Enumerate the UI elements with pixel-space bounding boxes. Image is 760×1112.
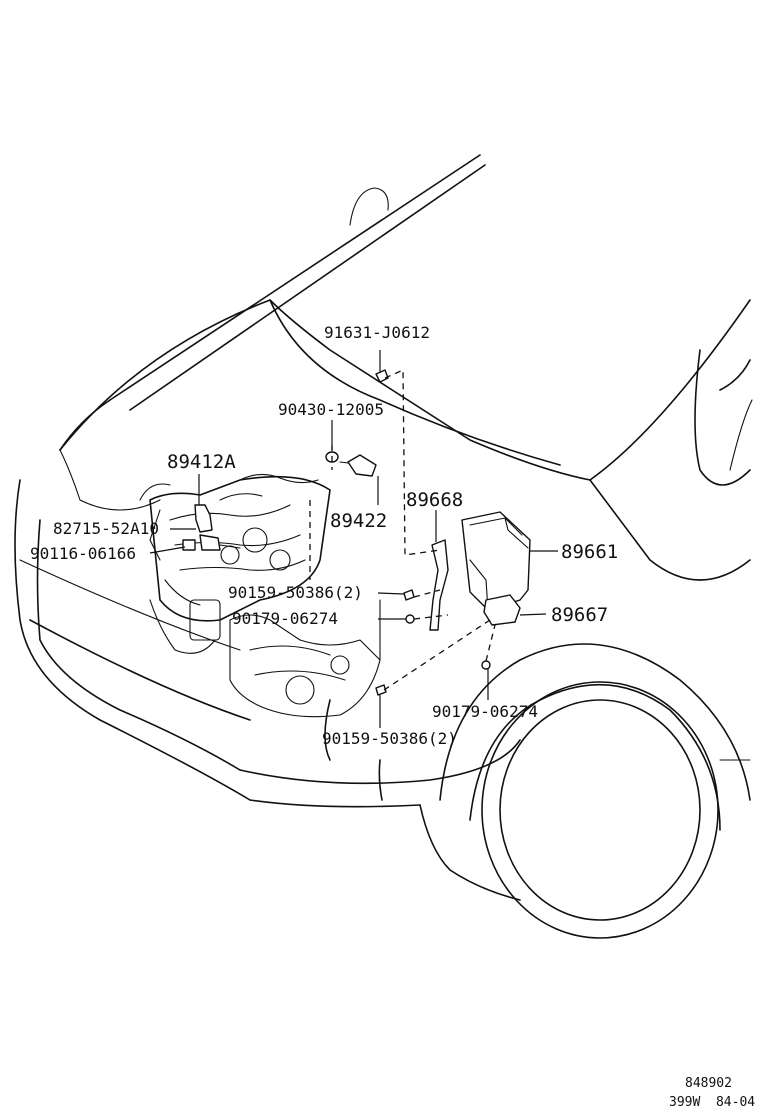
leader-lines bbox=[149, 350, 558, 728]
label-91631: 91631-J0612 bbox=[324, 323, 430, 342]
engine-assembly bbox=[139, 473, 381, 718]
diagram-revision: 399W 84-04 bbox=[669, 1095, 756, 1110]
diagram-code: 848902 bbox=[685, 1076, 732, 1091]
windshield-lines bbox=[109, 154, 486, 411]
label-90159-upper: 90159-50386(2) bbox=[228, 583, 363, 602]
label-90179-lower: 90179-06274 bbox=[432, 702, 538, 721]
front-bumper bbox=[14, 479, 521, 901]
label-89412A: 89412A bbox=[167, 451, 236, 473]
bracket-89668 bbox=[429, 539, 449, 631]
bracket-89667 bbox=[483, 594, 521, 626]
right-fender bbox=[589, 349, 753, 581]
hood-outline bbox=[59, 299, 751, 511]
label-90159-lower: 90159-50386(2) bbox=[322, 729, 457, 748]
ecu-89661 bbox=[461, 511, 531, 611]
screw-91631 bbox=[375, 369, 389, 383]
label-90179-upper: 90179-06274 bbox=[232, 609, 338, 628]
label-89667: 89667 bbox=[551, 604, 609, 626]
label-90430: 90430-12005 bbox=[278, 400, 384, 419]
label-89422: 89422 bbox=[330, 510, 388, 532]
label-89668: 89668 bbox=[406, 489, 464, 511]
front-wheel bbox=[439, 643, 751, 939]
label-90116: 90116-06166 bbox=[30, 544, 136, 563]
intake-temp-sensor bbox=[182, 504, 241, 551]
label-82715: 82715-52A10 bbox=[53, 519, 159, 538]
label-89661: 89661 bbox=[561, 541, 619, 563]
sensor-89422 bbox=[339, 454, 377, 477]
